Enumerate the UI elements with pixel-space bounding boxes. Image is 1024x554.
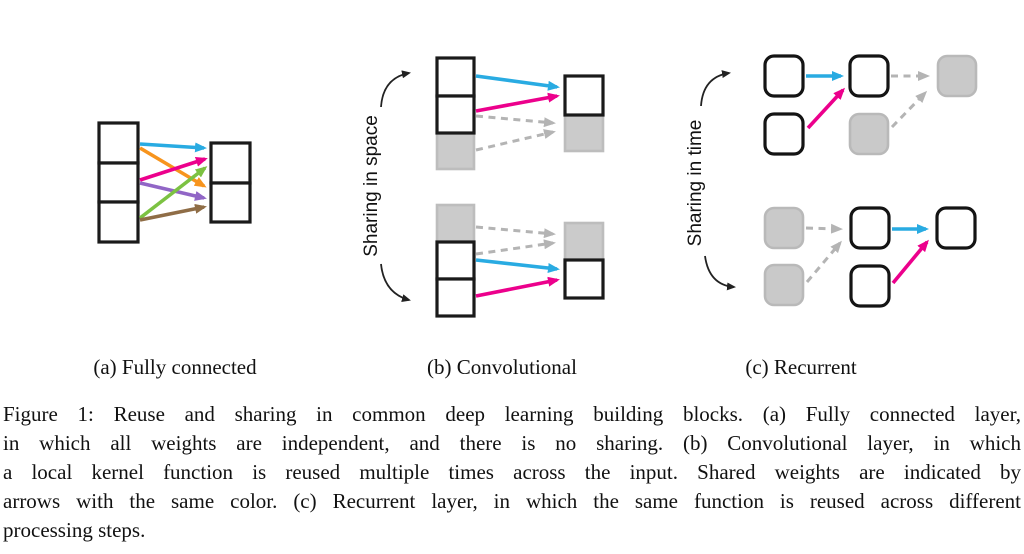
rnn-top-input-node	[763, 112, 805, 156]
rnn-top-input-node-gray	[848, 112, 890, 156]
conv-top-input-cell-2	[435, 94, 476, 135]
rnn-bottom-input-node	[849, 264, 891, 308]
figure-caption-line-5: processing steps.	[3, 518, 146, 542]
fc-arrow-brown	[139, 203, 207, 222]
sharing-time-curve-bottom	[704, 255, 736, 291]
sharing-time-curve-top	[700, 70, 731, 107]
conv-bottom-input-cell-2	[435, 277, 476, 318]
rnn-bottom-node-3	[935, 206, 977, 250]
rnn-bottom-input-node-gray	[763, 263, 805, 307]
conv-bottom-arrow-magenta	[475, 276, 560, 298]
conv-top-arrow-cyan	[475, 74, 560, 91]
rnn-top-node-1	[763, 54, 805, 98]
rnn-top-node-3-gray	[936, 54, 978, 98]
fc-arrow-magenta	[139, 157, 208, 182]
rnn-bottom-dashed-horizontal	[805, 223, 843, 234]
conv-bottom-output-cell	[563, 258, 605, 300]
rnn-top-node-2	[848, 54, 890, 98]
panel-a-fully-connected	[97, 121, 252, 244]
fc-arrow-cyan	[139, 142, 207, 153]
rnn-bottom-dashed-diagonal	[805, 240, 842, 283]
fc-input-cell-3	[97, 200, 140, 244]
sharing-space-curve-bottom	[380, 263, 411, 302]
conv-bottom-dashed-arrow-2	[475, 239, 556, 256]
sharing-in-time-label: Sharing in time	[685, 120, 706, 247]
figure-caption-line-4: arrows with the same color. (c) Recurren…	[3, 489, 1021, 513]
fc-input-cell-1	[97, 121, 140, 165]
conv-top-input-cell-1	[435, 56, 476, 98]
fc-arrow-orange	[139, 146, 207, 188]
conv-top-output-cell	[563, 74, 605, 117]
rnn-bottom-node-1-gray	[763, 206, 805, 250]
fc-input-cell-2	[97, 161, 140, 204]
panel-a-caption: (a) Fully connected	[93, 355, 257, 379]
conv-top-output-cell-gray	[563, 113, 605, 153]
conv-bottom-input-cell-gray	[435, 203, 476, 244]
panel-b-caption: (b) Convolutional	[427, 355, 577, 379]
conv-bottom-dashed-arrow-1	[475, 225, 556, 239]
conv-top-input-cell-gray	[435, 131, 476, 171]
conv-bottom-arrow-cyan	[475, 258, 560, 273]
conv-top-arrow-magenta	[475, 92, 560, 113]
fc-arrow-purple	[139, 181, 207, 201]
fc-arrow-green	[138, 166, 208, 220]
rnn-bottom-arrow-magenta	[891, 239, 929, 285]
panel-c-caption: (c) Recurrent	[745, 355, 857, 379]
conv-bottom-output-cell-gray	[563, 221, 605, 262]
sharing-space-curve-top	[380, 70, 411, 108]
panel-c-recurrent: Sharing in time	[685, 54, 978, 308]
rnn-top-dashed-diagonal	[890, 90, 928, 129]
panel-b-convolutional: Sharing in space	[361, 56, 605, 318]
rnn-bottom-node-2	[849, 206, 891, 250]
figure-caption-line-1: Figure 1: Reuse and sharing in common de…	[3, 402, 1021, 426]
conv-top-dashed-arrow-2	[475, 129, 556, 152]
rnn-top-arrow-magenta	[806, 87, 846, 130]
fc-output-cell-1	[209, 141, 252, 185]
conv-bottom-input-cell-1	[435, 240, 476, 281]
figure-caption: Figure 1: Reuse and sharing in common de…	[3, 400, 1021, 545]
figure-caption-line-2: in which all weights are independent, an…	[3, 431, 1021, 455]
conv-top-dashed-arrow-1	[475, 114, 556, 128]
figure-caption-line-3: a local kernel function is reused multip…	[3, 460, 1021, 484]
figure-diagrams: Sharing in space Sha	[97, 54, 978, 318]
fc-output-cell-2	[209, 181, 252, 224]
sharing-in-space-label: Sharing in space	[361, 115, 382, 257]
